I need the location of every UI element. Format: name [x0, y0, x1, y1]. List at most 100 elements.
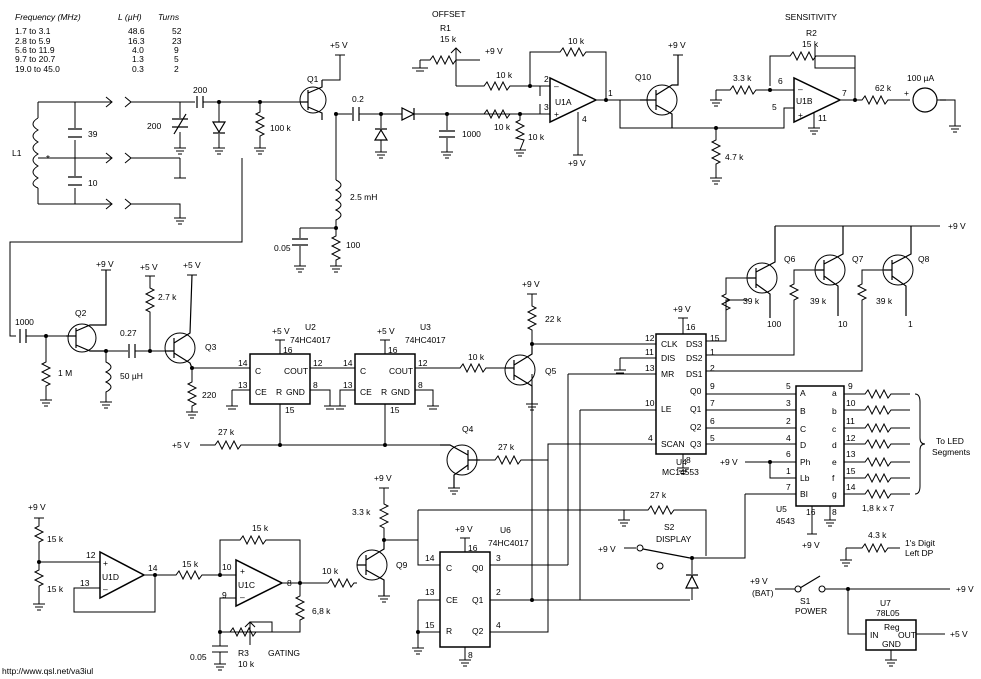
u4-part: MC14553 — [662, 467, 699, 477]
power-out-label: +9 V — [956, 584, 974, 594]
pin-number: 12 — [846, 433, 856, 443]
s2-stage: 27 k S2 DISPLAY +9 V — [598, 490, 746, 600]
meter-plus: + — [904, 88, 909, 98]
r27k-label: 27 k — [498, 442, 515, 452]
digit-1-label: 1 — [908, 319, 913, 329]
pin-number: 9 — [222, 590, 227, 600]
u2-pin-r: R — [276, 387, 282, 397]
l1-inductor-icon — [32, 117, 39, 189]
coil-l: 4.0 — [132, 45, 144, 55]
pin-number: 2 — [544, 74, 549, 84]
u5-seg-b: b — [832, 406, 837, 416]
r10k-label: 10 k — [494, 122, 511, 132]
q3-transistor-icon — [164, 332, 196, 364]
u5-pin-lb: Lb — [800, 473, 810, 483]
q2-label: Q2 — [75, 308, 87, 318]
rfc-inductor-icon — [334, 179, 342, 228]
pin-number: 12 — [86, 550, 96, 560]
digit-drivers: +9 V Q6 39 k 100 Q7 39 k 10 Q8 39 k 1 — [720, 221, 966, 341]
pin-number: 5 — [710, 433, 715, 443]
u3-supply: +5 V — [377, 326, 395, 336]
r2-label: R2 — [806, 28, 817, 38]
c005-label: 0.05 — [274, 243, 291, 253]
pin-number: 8 — [686, 455, 691, 465]
dp-label-2: Left DP — [905, 548, 934, 558]
u6-pin-q1: Q1 — [472, 595, 484, 605]
q5-stage: Q5 +9 V 22 k — [504, 279, 656, 411]
r39-label: 39 k — [743, 296, 760, 306]
segments-brace-icon — [914, 393, 926, 495]
pin-number: 13 — [80, 578, 90, 588]
s2-label: S2 — [664, 522, 675, 532]
r22k-label: 22 k — [545, 314, 562, 324]
r1-label: R1 — [440, 23, 451, 33]
pin-number: 8 — [418, 380, 423, 390]
q1-supply-label: +5 V — [330, 40, 348, 50]
pin-plus: + — [103, 558, 108, 568]
reg-output-label: +5 V — [950, 629, 968, 639]
s2-switch-lever-icon[interactable] — [642, 548, 691, 559]
u7-regulator-body — [865, 619, 917, 651]
u5-chip: U5 4543 A B C D Ph Lb BI a b c d e f g 5… — [720, 381, 970, 555]
q1-fet-icon — [299, 86, 327, 114]
battery-label: +9 V — [750, 576, 768, 586]
c39-capacitor-icon — [68, 128, 82, 138]
c1000-capacitor-icon — [439, 130, 455, 138]
coil-turns: 52 — [172, 26, 182, 36]
r68k-label: 6,8 k — [312, 606, 331, 616]
pin-number: 3 — [496, 553, 501, 563]
r43k-label: 4.3 k — [868, 530, 887, 540]
pin-number: 10 — [846, 398, 856, 408]
reg-gnd: GND — [882, 639, 901, 649]
c10-label: 10 — [88, 178, 98, 188]
u6-pin-c: C — [446, 563, 452, 573]
u6-pin-q0: Q0 — [472, 563, 484, 573]
coil-freq: 9.7 to 20.7 — [15, 54, 55, 64]
c02-capacitor-icon — [352, 107, 360, 121]
c39-label: 39 — [88, 129, 98, 139]
c1000-coupling-icon — [19, 329, 27, 343]
u5-ph-supply: +9 V — [720, 457, 738, 467]
u3-pin-r: R — [381, 387, 387, 397]
r39-label: 39 k — [810, 296, 827, 306]
r10k-label: 10 k — [322, 566, 339, 576]
pin-number: 1 — [608, 88, 613, 98]
u4-supply: +9 V — [673, 304, 691, 314]
pin-number: 5 — [786, 381, 791, 391]
pin-number: 16 — [468, 543, 478, 553]
r2-wiper-icon — [814, 44, 855, 69]
q9-label: Q9 — [396, 560, 408, 570]
pin-number: 16 — [388, 345, 398, 355]
pin-number: 2 — [496, 587, 501, 597]
u6-pin-ce: CE — [446, 595, 458, 605]
u4-pin-ds1: DS1 — [686, 369, 703, 379]
pin-number: 8 — [313, 380, 318, 390]
pin-number: 15 — [846, 466, 856, 476]
meter-label: 100 µA — [907, 73, 934, 83]
offset-stage: OFFSET R1 15 k +9 V 10 k 10 k 10 k U1A –… — [412, 9, 640, 168]
pin-minus: – — [103, 584, 108, 594]
r33k-label: 3.3 k — [352, 507, 371, 517]
coil-table-row: 2.8 to 5.9 16.3 23 — [15, 36, 182, 46]
q8-transistor: Q8 39 k 1 — [856, 226, 930, 329]
u2-pin-cout: COUT — [284, 366, 308, 376]
u5-pin-c: C — [800, 424, 806, 434]
u2-label: U2 — [305, 322, 316, 332]
q3-label: Q3 — [205, 342, 217, 352]
pin-number: 14 — [425, 553, 435, 563]
q2-fet-icon — [67, 323, 97, 353]
s1-switch-lever-icon[interactable] — [799, 575, 821, 589]
u4-pin-scan: SCAN — [661, 439, 685, 449]
meter-icon — [912, 87, 938, 113]
r2-value: 15 k — [802, 39, 819, 49]
u2-pin-c: C — [255, 366, 261, 376]
u7-part: 78L05 — [876, 608, 900, 618]
offset-title: OFFSET — [432, 9, 466, 19]
s2-display-label[interactable]: DISPLAY — [656, 534, 692, 544]
power-section: +9 V (BAT) S1 POWER +9 V U7 78L05 Reg IN… — [750, 530, 974, 667]
pin-number: 15 — [425, 620, 435, 630]
power-label[interactable]: POWER — [795, 606, 827, 616]
q5-label: Q5 — [545, 366, 557, 376]
u5-part: 4543 — [776, 516, 795, 526]
u5-seg-e: e — [832, 457, 837, 467]
